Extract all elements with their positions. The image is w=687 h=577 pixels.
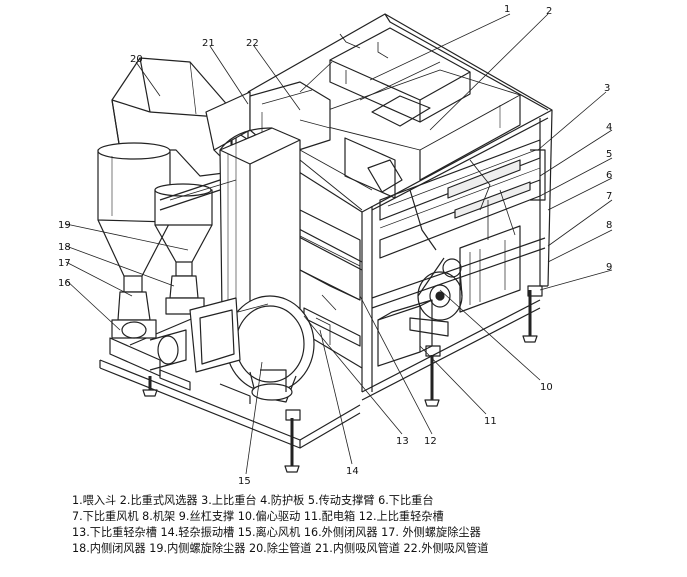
electrical-box <box>377 299 433 367</box>
leader-lines <box>65 13 613 475</box>
base-frame <box>99 299 541 449</box>
callout-18: 18 <box>58 242 71 253</box>
callout-16: 16 <box>58 278 71 289</box>
callout-10: 10 <box>540 382 553 393</box>
legend-line-1: 1.喂入斗 2.比重式风选器 3.上比重台 4.防护板 5.传动支撑臂 6.下比… <box>72 494 434 507</box>
legend-line-4: 18.内侧闭风器 19.内侧螺旋除尘器 20.除尘管道 21.内侧吸风管道 22… <box>72 542 489 555</box>
callout-15: 15 <box>238 476 251 487</box>
callout-4: 4 <box>606 122 612 133</box>
centrifugal-fan <box>189 127 315 403</box>
callout-13: 13 <box>396 436 409 447</box>
eccentric-drive <box>409 257 463 337</box>
callout-14: 14 <box>346 466 359 477</box>
callout-5: 5 <box>606 149 612 160</box>
callout-21: 21 <box>202 38 215 49</box>
wind-selector <box>299 69 521 199</box>
outer-airlock <box>111 291 157 339</box>
callout-2: 2 <box>546 6 552 17</box>
callout-22: 22 <box>246 38 259 49</box>
callout-1: 1 <box>504 4 510 15</box>
callout-12: 12 <box>424 436 437 447</box>
legend-line-3: 13.下比重轻杂槽 14.轻杂振动槽 15.离心风机 16.外侧闭风器 17. … <box>72 526 481 539</box>
callout-7: 7 <box>606 191 612 202</box>
callout-6: 6 <box>606 170 612 181</box>
support-screws <box>142 285 543 473</box>
callout-11: 11 <box>484 416 497 427</box>
callout-numbers: 1 2 3 4 5 6 7 8 9 10 11 12 13 14 15 16 1… <box>58 4 612 487</box>
callout-3: 3 <box>604 83 610 94</box>
callout-20: 20 <box>130 54 143 65</box>
callout-9: 9 <box>606 262 612 273</box>
callout-19: 19 <box>58 220 71 231</box>
outer-cyclone <box>97 142 171 293</box>
left-motor <box>109 329 187 377</box>
callout-17: 17 <box>58 258 71 269</box>
gravity-tables <box>379 139 546 259</box>
legend-line-2: 7.下比重风机 8.机架 9.丝杠支撑 10.偏心驱动 11.配电箱 12.上比… <box>72 510 444 523</box>
braces <box>169 33 363 211</box>
callout-8: 8 <box>606 220 612 231</box>
lower-fan <box>459 225 521 313</box>
parts-legend: 1.喂入斗 2.比重式风选器 3.上比重台 4.防护板 5.传动支撑臂 6.下比… <box>72 493 672 557</box>
